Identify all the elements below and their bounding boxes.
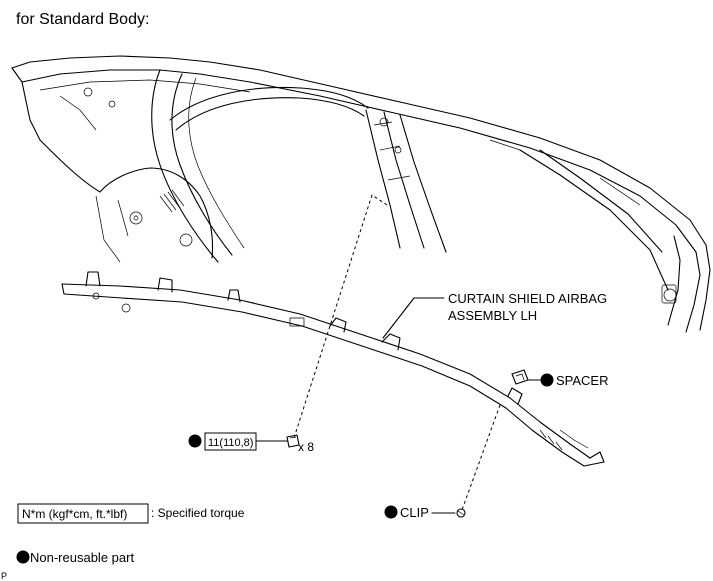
- spacer-nonreusable-mark: [540, 373, 554, 387]
- clip-nonreusable-mark: [384, 505, 398, 519]
- spacer-part: [511, 369, 529, 385]
- airbag-label-line2: ASSEMBLY LH: [448, 308, 537, 323]
- legend-torque-box: [17, 503, 149, 524]
- airbag-label: CURTAIN SHIELD AIRBAG: [448, 291, 607, 306]
- clip-label: CLIP: [400, 505, 429, 520]
- spacer-label: SPACER: [556, 373, 609, 388]
- page-title: for Standard Body:: [16, 11, 149, 28]
- bolt-count-label: x 8: [298, 440, 314, 454]
- torque-value: 11(110,8): [208, 437, 253, 449]
- clip-guide-line: [461, 404, 501, 511]
- footer-code: P: [1, 571, 7, 581]
- legend-nonreusable-mark: [16, 550, 30, 564]
- bolt-part: [286, 434, 300, 448]
- curtain-shield-airbag: [61, 271, 605, 467]
- airbag-leader-line: [382, 297, 445, 339]
- clip-part: [456, 508, 466, 518]
- torque-nonreusable-mark: [188, 434, 202, 448]
- legend-torque-units: N*m (kgf*cm, ft.*lbf): [22, 507, 127, 521]
- legend-torque-description: : Specified torque: [151, 506, 245, 520]
- vehicle-body-frame: [11, 55, 711, 333]
- legend-nonreusable-text: Non-reusable part: [30, 550, 134, 565]
- bolt-guide-line: [293, 194, 388, 439]
